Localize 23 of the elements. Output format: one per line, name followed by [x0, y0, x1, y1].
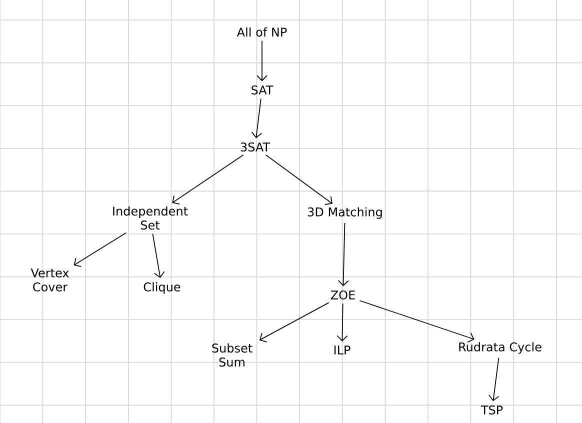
- node-label: Vertex Cover: [30, 268, 69, 292]
- arrow: [336, 303, 348, 342]
- arrow: [251, 98, 262, 138]
- arrow: [265, 154, 332, 205]
- arrow: [259, 302, 330, 342]
- node-label: ZOE: [330, 290, 355, 300]
- arrow: [256, 40, 268, 82]
- node-label: Rudrata Cycle: [459, 342, 542, 354]
- arrow: [74, 232, 126, 267]
- node-label: TSP: [480, 405, 503, 415]
- arrow: [359, 300, 474, 343]
- node-label: ILP: [334, 346, 350, 354]
- node-label: Subset Sum: [212, 343, 252, 367]
- node-label: Independent Set: [113, 206, 188, 230]
- arrow: [338, 222, 349, 286]
- node-label: 3SAT: [240, 142, 270, 152]
- node-label: Clique: [144, 282, 180, 294]
- arrow: [152, 233, 165, 278]
- node-label: 3D Matching: [308, 207, 382, 219]
- node-label: SAT: [252, 85, 274, 95]
- arrow: [488, 358, 500, 402]
- arrow: [172, 154, 244, 204]
- node-label: All of NP: [236, 27, 287, 37]
